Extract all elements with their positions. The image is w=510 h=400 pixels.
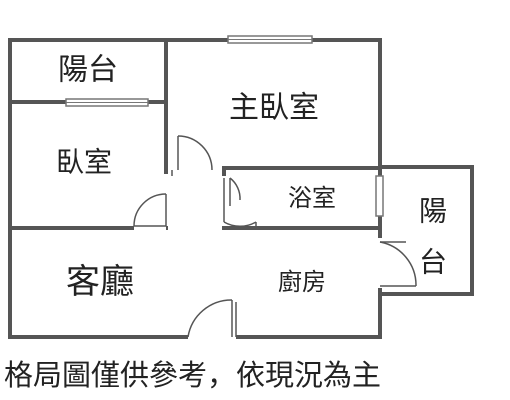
windows — [65, 35, 384, 217]
label-balcony-right-2: 台 — [419, 246, 447, 279]
label-bathroom: 浴室 — [288, 184, 336, 212]
label-balcony-right-1: 陽 — [419, 195, 447, 228]
room-labels: 陽台 主臥室 臥室 浴室 陽 台 客廳 廚房 — [56, 53, 447, 303]
label-living-room: 客廳 — [66, 262, 134, 302]
label-balcony-top: 陽台 — [58, 53, 118, 88]
caption: 格局圖僅供參考，依現況為主 — [4, 358, 382, 392]
label-bedroom: 臥室 — [56, 146, 112, 179]
balcony-right-wall — [378, 165, 474, 296]
doors — [133, 135, 417, 343]
floor-plan: 陽台 主臥室 臥室 浴室 陽 台 客廳 廚房 — [8, 35, 474, 343]
label-kitchen: 廚房 — [278, 268, 326, 296]
door-bathroom — [229, 177, 241, 201]
label-master-bedroom: 主臥室 — [229, 91, 319, 126]
window-bathroom — [375, 175, 384, 217]
